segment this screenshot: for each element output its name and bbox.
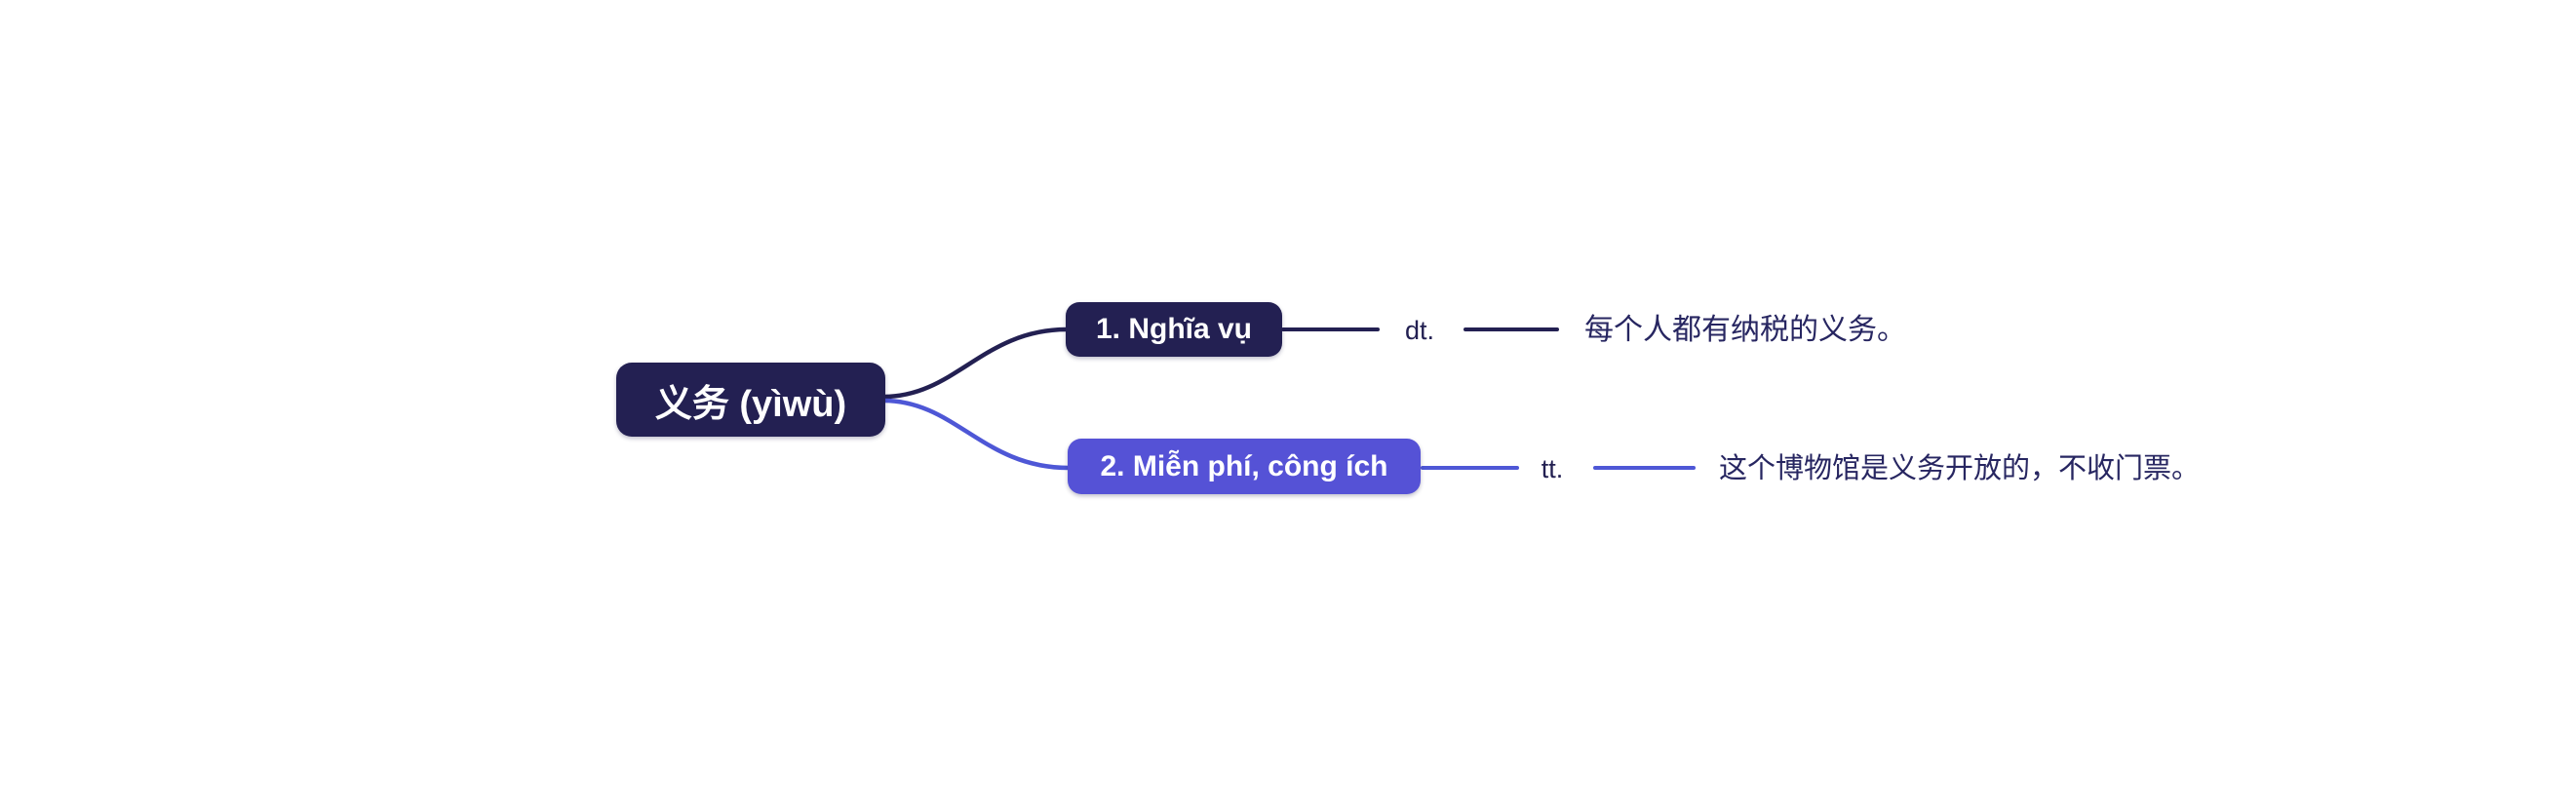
- example-text-1[interactable]: 每个人都有纳税的义务。: [1584, 310, 1906, 351]
- example-text-2[interactable]: 这个博物馆是义务开放的，不收门票。: [1719, 448, 2200, 489]
- example-text-2-label: 这个博物馆是义务开放的，不收门票。: [1719, 453, 2201, 484]
- branch-node-1[interactable]: 1. Nghĩa vụ: [1066, 302, 1282, 357]
- branch-node-2-label: 2. Miễn phí, công ích: [1100, 449, 1388, 482]
- pos-tag-1[interactable]: dt.: [1385, 314, 1455, 347]
- pos-tag-2[interactable]: tt.: [1517, 452, 1587, 485]
- root-node-label: 义务 (yìwù): [654, 383, 847, 425]
- example-text-1-label: 每个人都有纳税的义务。: [1584, 314, 1906, 346]
- edge-root-to-branch2: [880, 398, 1072, 471]
- pos-tag-2-label: tt.: [1541, 454, 1564, 483]
- pos-tag-1-label: dt.: [1404, 316, 1435, 345]
- root-node[interactable]: 义务 (yìwù): [616, 363, 885, 437]
- edge-root-to-branch1: [880, 327, 1070, 400]
- branch-node-1-label: 1. Nghĩa vụ: [1095, 313, 1253, 345]
- branch-node-2[interactable]: 2. Miễn phí, công ích: [1068, 439, 1421, 494]
